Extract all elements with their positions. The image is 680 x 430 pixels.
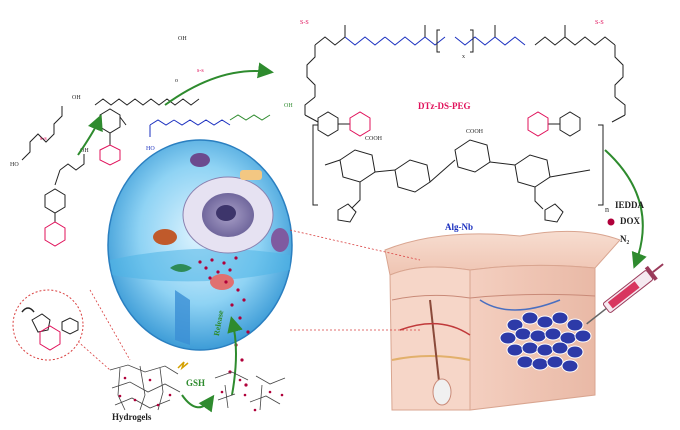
alginate-name-label: Alg-Nb xyxy=(445,222,473,232)
polymer-name-label: DTz-DS-PEG xyxy=(418,101,471,111)
lysosome-icon xyxy=(190,153,210,167)
right-disulfide-label: S-S xyxy=(595,20,604,26)
gsh-arrow xyxy=(182,395,212,407)
gsh-label: GSH xyxy=(186,378,205,388)
crosslink-zoom-circle xyxy=(13,290,83,360)
left-disulfide-label: S-S xyxy=(300,20,309,26)
synthesis-arrow-1 xyxy=(78,118,100,155)
linker-oxygen-label: o xyxy=(175,78,178,84)
tetrazine-acid-molecule xyxy=(45,154,84,246)
linker-oh-label: OH xyxy=(178,36,187,42)
cancer-cell-illustration xyxy=(108,140,292,350)
alg-cooh-label-2: COOH xyxy=(466,129,484,135)
peg-oh-label: OH xyxy=(284,103,293,109)
gas-label: N₂ xyxy=(620,234,629,244)
peg-subscript: x xyxy=(462,54,465,60)
dox-dot-icon xyxy=(608,219,615,226)
diol-oh-label-2: OH xyxy=(72,95,81,101)
peg-succinate-molecule xyxy=(150,115,270,137)
hydrogel-dox-left xyxy=(119,377,172,407)
mitochondrion-icon xyxy=(153,229,177,245)
synthesis-arrow-2 xyxy=(165,71,270,105)
vesicle-icon xyxy=(240,170,262,180)
reaction-label: IEDDA xyxy=(615,200,644,210)
peg-ho-label: HO xyxy=(146,146,155,152)
alg-cooh-label-1: COOH xyxy=(365,136,383,142)
diol-ss-label: s-s xyxy=(40,136,47,142)
drug-label: DOX xyxy=(620,216,640,226)
diol-oh-label-1: HO xyxy=(10,162,19,168)
lightning-icon xyxy=(178,362,188,368)
skin-tissue-block xyxy=(385,231,620,410)
hydrogel-network-left xyxy=(110,365,180,410)
diol-molecule xyxy=(22,106,62,160)
repeat-n-label: n xyxy=(605,205,609,214)
hydrogel-dox-right xyxy=(221,379,284,412)
hydrogel-network-right xyxy=(215,372,285,410)
alg-nb-structure xyxy=(313,125,603,222)
linker-sulfur-label: s-s xyxy=(197,68,204,74)
dtz-ds-peg-structure xyxy=(305,25,625,136)
hydrogels-label: Hydrogels xyxy=(112,412,151,422)
